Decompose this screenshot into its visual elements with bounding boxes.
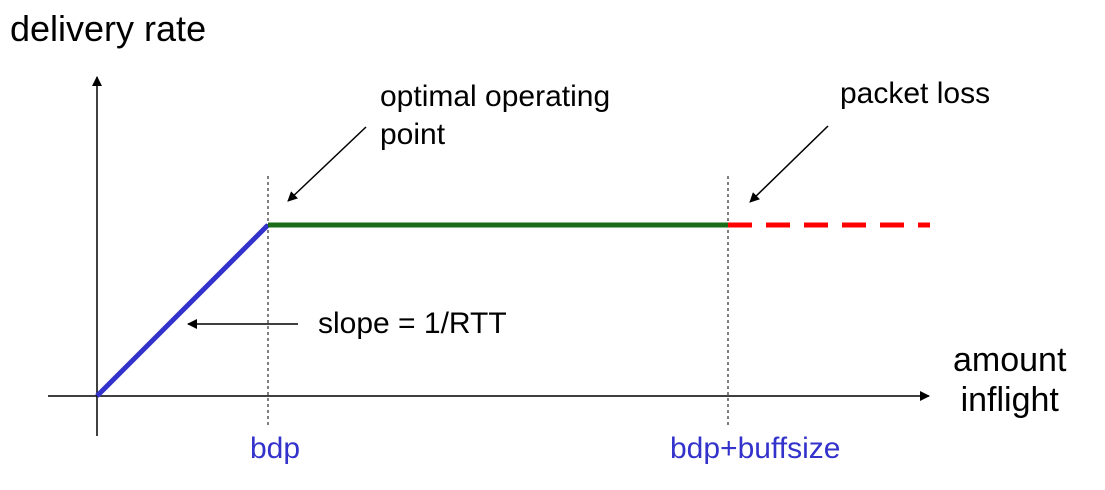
bdp-tick-label: bdp	[250, 432, 301, 465]
optimal-point-annotation: optimal operating point	[380, 78, 610, 153]
packet-loss-arrow	[749, 125, 829, 203]
slope-annotation: slope = 1/RTT	[318, 307, 507, 340]
x-axis-label-line2: inflight	[960, 381, 1059, 420]
packet-loss-annotation: packet loss	[840, 77, 991, 110]
ramp-line	[95, 223, 270, 398]
bdp-buffsize-tick-label: bdp+buffsize	[670, 432, 841, 465]
optimal-annotation-line1: optimal operating	[380, 80, 611, 113]
optimal-annotation-line2: point	[380, 117, 446, 151]
optimal-arrow	[287, 126, 367, 202]
x-axis-label-line1: amount	[953, 341, 1067, 379]
y-axis-label: delivery rate	[10, 8, 207, 49]
x-axis-label: amount inflight	[953, 340, 1066, 420]
